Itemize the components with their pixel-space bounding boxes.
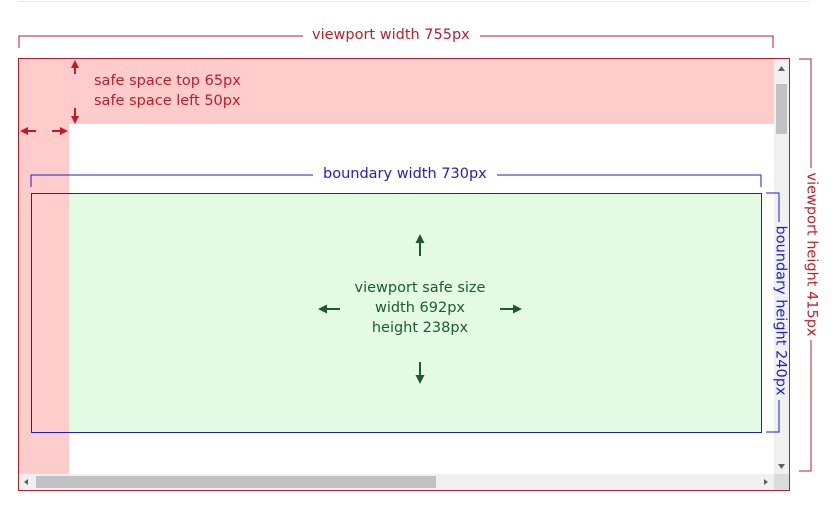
safe-space-arrows: [20, 60, 79, 135]
safe-area-arrows: [318, 234, 522, 384]
vertical-scrollbar[interactable]: [774, 59, 789, 474]
horizontal-scroll-thumb[interactable]: [36, 476, 436, 488]
boundary-width-label: boundary width 730px: [323, 166, 487, 182]
safe-space-top-region: [19, 59, 774, 124]
safe-size-width: width 692px: [374, 300, 466, 316]
safe-space-top-label: safe space top 65px: [94, 73, 241, 89]
viewport-safe-area: [69, 194, 761, 432]
boundary-width-bracket: [30, 174, 762, 187]
scroll-left-icon[interactable]: [24, 479, 28, 485]
viewport-height-bracket: [799, 58, 812, 472]
boundary-height-bracket: [766, 192, 780, 433]
boundary-height-label: boundary height 240px: [772, 225, 789, 396]
scroll-right-icon[interactable]: [764, 479, 768, 485]
scrollbar-corner: [774, 474, 789, 490]
scroll-up-icon[interactable]: [778, 66, 785, 71]
safe-space-left-region: [19, 124, 69, 474]
viewport-width-bracket: [18, 35, 774, 48]
safe-size-title: viewport safe size: [354, 280, 486, 296]
scroll-down-icon[interactable]: [778, 464, 785, 469]
safe-size-height: height 238px: [371, 320, 469, 336]
viewport-width-label: viewport width 755px: [312, 27, 470, 43]
boundary-frame: [31, 193, 762, 433]
top-divider: [18, 1, 810, 2]
viewport-height-label: viewport height 415px: [803, 172, 820, 337]
safe-space-left-label: safe space left 50px: [94, 93, 241, 109]
vertical-scroll-thumb[interactable]: [776, 84, 787, 134]
